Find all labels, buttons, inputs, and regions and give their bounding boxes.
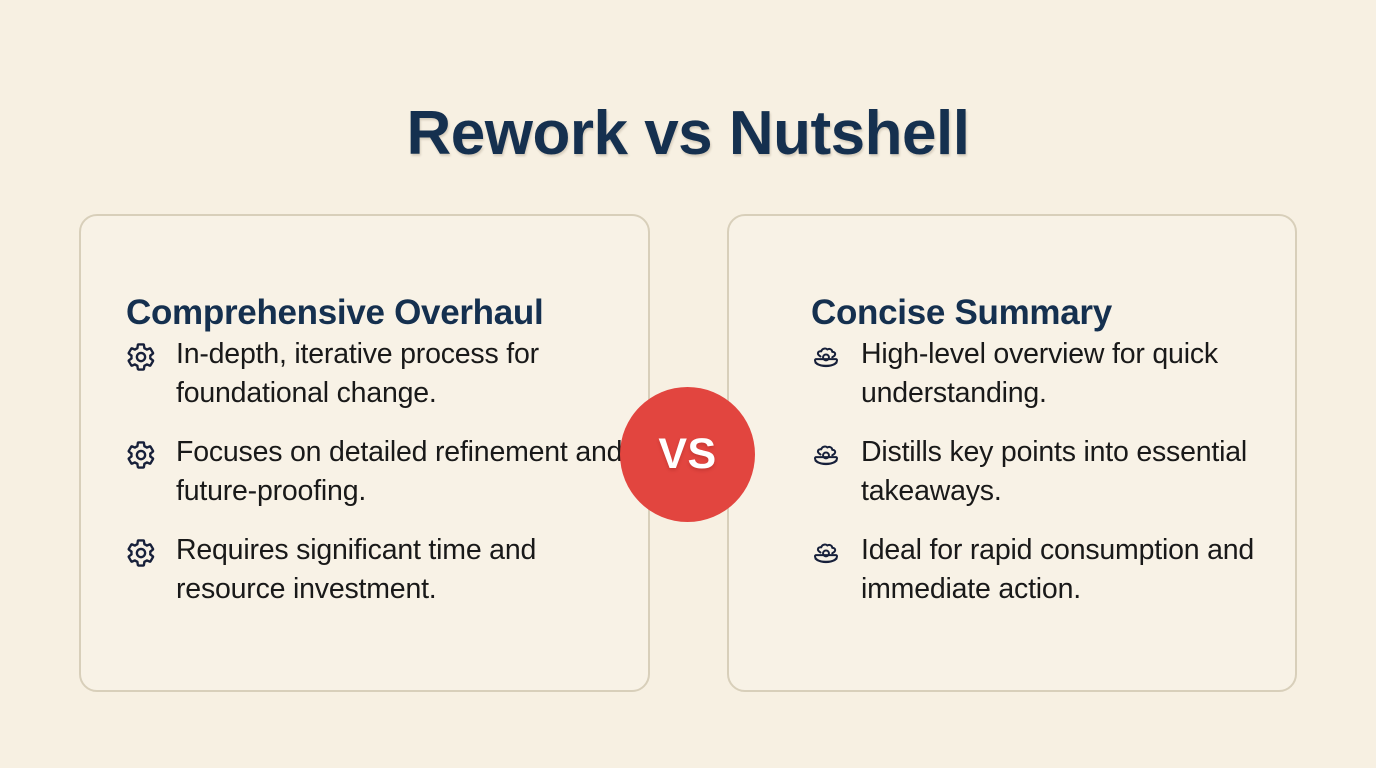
shell-pearl-icon bbox=[811, 440, 841, 470]
shell-pearl-icon bbox=[811, 538, 841, 568]
list-item-text: Distills key points into essential takea… bbox=[861, 436, 1248, 507]
list-item: Distills key points into essential takea… bbox=[811, 433, 1281, 511]
list-item: High-level overview for quick understand… bbox=[811, 335, 1281, 413]
vs-badge: VS bbox=[620, 387, 755, 522]
list-item: Requires significant time and resource i… bbox=[126, 531, 626, 609]
shell-pearl-icon bbox=[811, 342, 841, 372]
card-left-title: Comprehensive Overhaul bbox=[126, 293, 544, 333]
list-item-text: Requires significant time and resource i… bbox=[176, 534, 537, 605]
comparison-card-right: Concise Summary High-level overview for … bbox=[727, 214, 1297, 692]
list-item-text: Ideal for rapid consumption and immediat… bbox=[861, 534, 1255, 605]
list-item: In-depth, iterative process for foundati… bbox=[126, 335, 626, 413]
page-title: Rework vs Nutshell bbox=[406, 98, 970, 168]
list-item: Focuses on detailed refinement and futur… bbox=[126, 433, 626, 511]
list-item: Ideal for rapid consumption and immediat… bbox=[811, 531, 1281, 609]
card-right-title: Concise Summary bbox=[811, 293, 1112, 333]
list-item-text: High-level overview for quick understand… bbox=[861, 338, 1218, 409]
list-item-text: Focuses on detailed refinement and futur… bbox=[176, 436, 623, 507]
card-left-bullet-list: In-depth, iterative process for foundati… bbox=[126, 335, 626, 609]
gear-icon bbox=[126, 538, 156, 568]
comparison-card-left: Comprehensive Overhaul In-depth, iterati… bbox=[79, 214, 650, 692]
vs-badge-label: VS bbox=[658, 430, 717, 478]
list-item-text: In-depth, iterative process for foundati… bbox=[176, 338, 539, 409]
gear-icon bbox=[126, 342, 156, 372]
card-right-bullet-list: High-level overview for quick understand… bbox=[811, 335, 1281, 609]
gear-icon bbox=[126, 440, 156, 470]
